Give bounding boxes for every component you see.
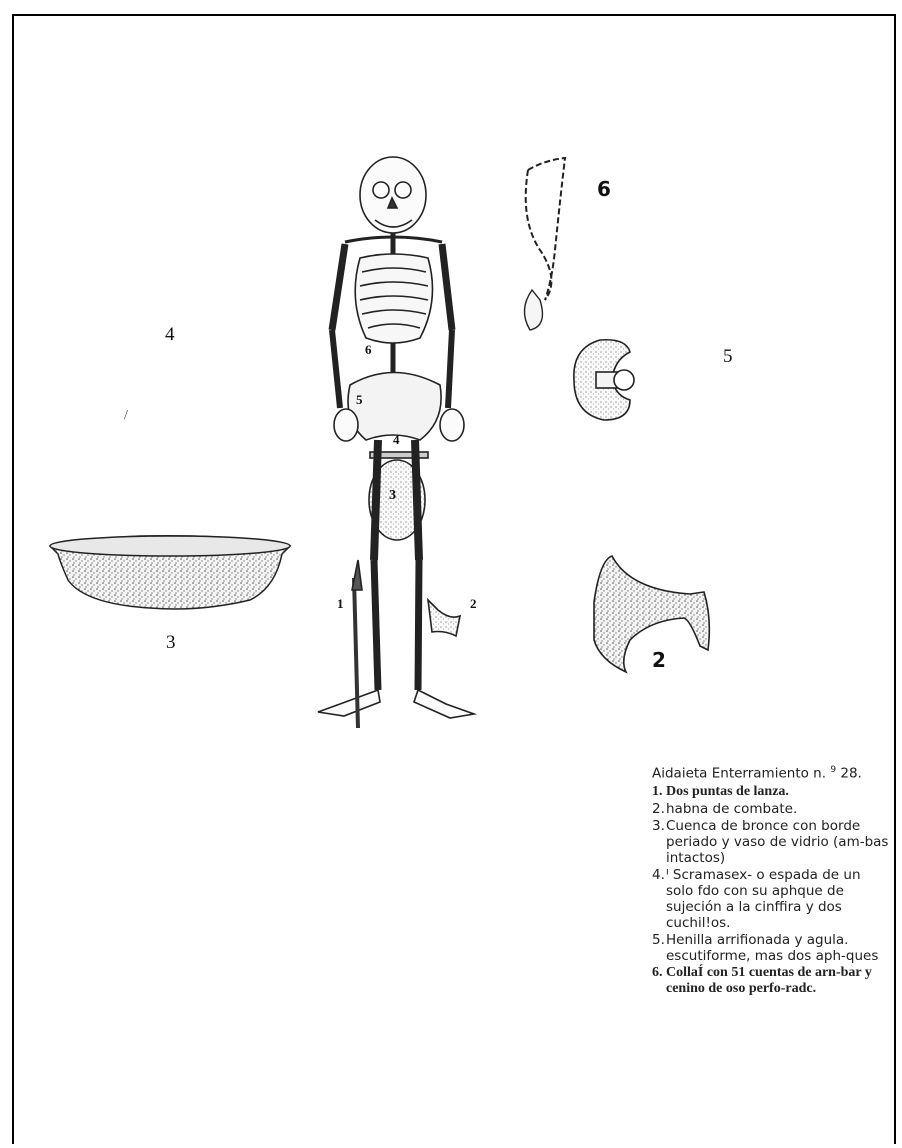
skeleton-label-5: 5: [356, 392, 363, 408]
buckle-figure-number: 5: [723, 346, 733, 368]
caption-item: 5.Henilla arrifionada y agula. escutifor…: [652, 932, 892, 964]
caption-item: 1.Dos puntas de lanza.: [652, 784, 892, 800]
caption-item: 6.CollaÍ con 51 cuentas de arn-bar y cen…: [652, 965, 892, 997]
caption-item-text: ᑊ Scramasex- o espada de un solo fdo con…: [666, 867, 861, 931]
bowl-figure-number-4: 4: [165, 324, 175, 346]
kidney-buckle-drawing: [574, 340, 634, 420]
caption-item-number: 2.: [652, 801, 665, 817]
figure-caption: Aidaieta Enterramiento n. 9 28. 1.Dos pu…: [652, 762, 892, 998]
caption-item-number: 4.: [652, 867, 665, 883]
caption-item: 2.habna de combate.: [652, 801, 892, 817]
axe-figure-number: 2: [652, 648, 666, 672]
bowl-figure-number-3: 3: [166, 632, 176, 654]
caption-item-text: Dos puntas de lanza.: [666, 784, 789, 799]
skeleton-label-3: 3: [389, 488, 396, 504]
skeleton-label-1: 1: [337, 596, 344, 612]
amber-necklace-drawing: [524, 158, 565, 330]
skeleton-label-2: 2: [470, 596, 477, 612]
caption-item-text: Henilla arrifionada y agula. escutiforme…: [666, 932, 878, 964]
caption-item-number: 3.: [652, 818, 665, 834]
caption-title: Aidaieta Enterramiento n. 9 28.: [652, 762, 892, 782]
slash-mark: /: [124, 408, 128, 424]
caption-title-suffix: 28.: [836, 766, 862, 782]
caption-item-number: 5.: [652, 932, 665, 948]
necklace-figure-number: 6: [597, 177, 611, 201]
skeleton-label-4: 4: [393, 432, 400, 448]
caption-item-number: 6.: [652, 965, 663, 981]
caption-item-number: 1.: [652, 784, 663, 800]
caption-item-text: habna de combate.: [666, 801, 797, 817]
caption-item: 4.ᑊ Scramasex- o espada de un solo fdo c…: [652, 867, 892, 931]
caption-title-prefix: Aidaieta Enterramiento n.: [652, 766, 826, 782]
caption-item-text: Cuenca de bronce con borde periado y vas…: [666, 818, 888, 866]
caption-list: 1.Dos puntas de lanza. 2.habna de combat…: [652, 784, 892, 997]
caption-item-text: CollaÍ con 51 cuentas de arn-bar y cenin…: [666, 965, 872, 996]
skeleton-label-6: 6: [365, 342, 372, 358]
caption-item: 3.Cuenca de bronce con borde periado y v…: [652, 818, 892, 866]
bronze-bowl-drawing: [50, 536, 290, 609]
